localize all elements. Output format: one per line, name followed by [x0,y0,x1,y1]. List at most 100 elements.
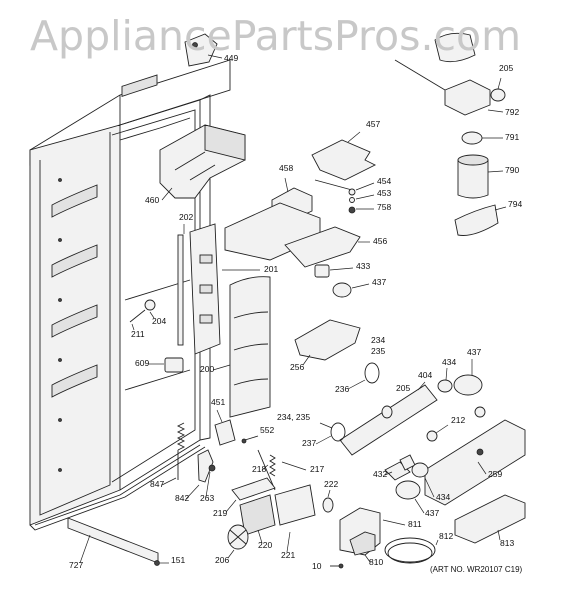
callout-256: 256 [290,362,304,372]
part-812-tubing-coil [384,537,439,564]
callout-812: 812 [439,531,453,541]
part-727-grille [67,517,159,564]
part-791-filter-cap [461,131,503,145]
part-460-dispenser-housing [159,124,246,201]
callout-451: 451 [211,397,225,407]
part-437-bulb [332,282,370,298]
callout-437b: 437 [467,347,481,357]
callout-202: 202 [179,212,193,222]
part-218-217-linkage [257,449,307,491]
callout-201: 201 [264,264,278,274]
part-237-spring [315,422,346,445]
part-201-panel [189,223,260,355]
part-10-screw [330,563,344,569]
callout-727: 727 [69,560,83,570]
callout-434a: 434 [442,357,456,367]
part-404-lamp-cover [339,381,438,456]
callout-218: 218 [252,464,266,474]
callout-791: 791 [505,132,519,142]
callout-204: 204 [152,316,166,326]
callout-222: 222 [324,479,338,489]
part-205-grommet-top [490,77,506,102]
part-205-grommet [381,405,393,419]
callout-234a: 234 [371,335,385,345]
callout-434b: 434 [436,492,450,502]
callout-453: 453 [377,188,391,198]
callout-220: 220 [258,540,272,550]
callout-219: 219 [213,508,227,518]
callout-437a: 437 [372,277,386,287]
watermark-text: AppliancePartsPros.com [30,12,522,60]
part-449-hinge [184,33,223,67]
callout-217: 217 [310,464,324,474]
callout-460: 460 [145,195,159,205]
callout-237: 237 [302,438,316,448]
callout-404: 404 [418,370,432,380]
callout-457: 457 [366,119,380,129]
part-842-263-lever [185,449,216,500]
callout-810: 810 [369,557,383,567]
part-794-filter-cover [454,204,507,236]
callout-842: 842 [175,493,189,503]
callout-609: 609 [135,358,149,368]
part-256-tray [294,319,361,366]
callout-813: 813 [500,538,514,548]
callout-552: 552 [260,425,274,435]
callout-263: 263 [200,493,214,503]
part-204-211-fasteners [129,299,156,331]
callout-211: 211 [131,329,145,339]
callout-212: 212 [451,415,465,425]
callout-236: 236 [335,384,349,394]
part-451-bracket [214,409,236,446]
callout-200: 200 [200,364,214,374]
callout-847: 847 [150,479,164,489]
part-456-dispenser-cover [224,202,370,268]
part-236-spring [347,362,380,390]
part-790-filter-cartridge [457,154,504,199]
callout-221: 221 [281,550,295,560]
callout-458: 458 [279,163,293,173]
part-552-screw [241,435,259,444]
part-202-rod [177,224,185,346]
callout-794: 794 [508,199,522,209]
callout-437c: 437 [425,508,439,518]
callout-454: 454 [377,176,391,186]
part-454-453-758-small-parts [314,179,375,214]
callout-10: 10 [312,561,322,571]
callout-234b: 234, 235 [277,412,310,422]
part-811-810-valve [339,507,406,563]
part-filter-head [394,32,504,116]
callout-433: 433 [356,261,370,271]
cabinet [29,59,231,531]
part-212-clip [426,406,486,442]
part-259-housing [424,419,526,506]
callout-259: 259 [488,469,502,479]
part-219-220-221-222-assembly [225,477,334,553]
callout-449: 449 [224,53,238,63]
part-609-switch [148,357,184,373]
part-432-434-437-lower [384,454,435,514]
part-151-screw [154,560,169,566]
callout-456: 456 [373,236,387,246]
part-433-socket [314,264,354,278]
callout-235a: 235 [371,346,385,356]
callout-432: 432 [373,469,387,479]
callout-811: 811 [408,519,422,529]
callout-labels: 449 457 205 792 791 790 794 460 458 454 453 758 202 4… [69,53,522,571]
callout-205b: 205 [396,383,410,393]
callout-790: 790 [505,165,519,175]
part-457-seal [311,131,377,181]
callout-151: 151 [171,555,185,565]
part-206-wheel [227,524,249,559]
callout-205a: 205 [499,63,513,73]
part-200-door-liner [212,276,271,418]
callout-206: 206 [215,555,229,565]
callout-792: 792 [505,107,519,117]
part-847-spring [161,422,186,486]
callout-758: 758 [377,202,391,212]
part-434-437-socket-bulb [437,359,483,396]
art-number: (ART NO. WR20107 C19) [430,565,523,574]
part-813-cover [454,494,526,544]
